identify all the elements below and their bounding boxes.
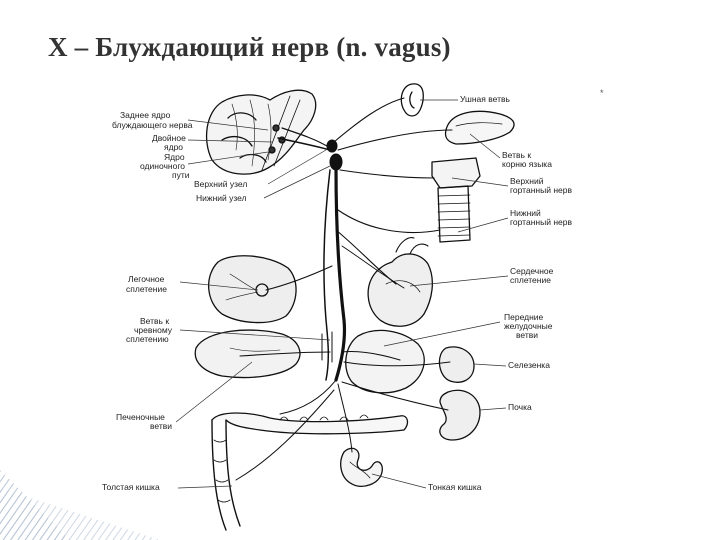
label-celiac-branch-1: Ветвь к bbox=[140, 316, 169, 326]
corner-asterisk: * bbox=[600, 88, 604, 98]
leader-lines bbox=[175, 99, 509, 489]
liver-drawing bbox=[194, 329, 301, 379]
spleen-drawing bbox=[438, 346, 475, 383]
colon-drawing bbox=[211, 412, 409, 531]
label-recurrent-laryngeal-1: Нижний bbox=[510, 208, 541, 218]
label-gastric-branches-2: желудочные bbox=[504, 321, 553, 331]
vagus-nerve-trunk bbox=[235, 97, 453, 481]
label-tongue-branch-1: Ветвь к bbox=[502, 150, 531, 160]
stomach-drawing bbox=[321, 329, 425, 394]
label-spleen: Селезенка bbox=[508, 360, 550, 370]
label-ambiguous-nucleus-1: Двойное bbox=[152, 133, 186, 143]
slide-title: X – Блуждающий нерв (n. vagus) bbox=[48, 32, 451, 62]
label-kidney: Почка bbox=[508, 402, 532, 412]
labels-right: Ушная ветвь Ветвь к корню языка Верхний … bbox=[428, 94, 572, 492]
tongue-drawing bbox=[444, 110, 515, 145]
label-gastric-branches-1: Передние bbox=[504, 312, 544, 322]
label-solitary-nucleus-1: Ядро bbox=[164, 152, 185, 162]
label-hepatic-branches-1: Печеночные bbox=[116, 412, 165, 422]
label-cardiac-plexus-1: Сердечное bbox=[510, 266, 554, 276]
label-small-intestine: Тонкая кишка bbox=[428, 482, 482, 492]
label-auricular-branch: Ушная ветвь bbox=[460, 94, 510, 104]
kidney-drawing bbox=[439, 389, 481, 441]
label-celiac-branch-3: сплетению bbox=[126, 334, 169, 344]
decorative-stripes bbox=[0, 470, 160, 540]
label-solitary-nucleus-3: пути bbox=[172, 170, 190, 180]
label-superior-ganglion: Верхний узел bbox=[194, 179, 247, 189]
label-superior-laryngeal-1: Верхний bbox=[510, 176, 544, 186]
label-solitary-nucleus-2: одиночного bbox=[140, 161, 185, 171]
label-cardiac-plexus-2: сплетение bbox=[510, 275, 551, 285]
label-hepatic-branches-2: ветви bbox=[150, 421, 172, 431]
labels-left: Заднее ядро блуждающего нерва Двойное яд… bbox=[102, 110, 247, 492]
small-intestine-drawing bbox=[340, 447, 383, 487]
heart-drawing bbox=[367, 237, 434, 327]
medulla-drawing bbox=[205, 89, 317, 175]
label-pulmonary-plexus-2: сплетение bbox=[126, 284, 167, 294]
label-gastric-branches-3: ветви bbox=[516, 330, 538, 340]
label-pulmonary-plexus-1: Легочное bbox=[128, 274, 165, 284]
label-colon: Толстая кишка bbox=[102, 482, 160, 492]
label-posterior-nucleus-1: Заднее ядро bbox=[120, 110, 171, 120]
label-tongue-branch-2: корню языка bbox=[502, 159, 552, 169]
label-ambiguous-nucleus-2: ядро bbox=[164, 142, 183, 152]
label-inferior-ganglion: Нижний узел bbox=[196, 193, 247, 203]
label-celiac-branch-2: чревному bbox=[134, 325, 173, 335]
label-recurrent-laryngeal-2: гортанный нерв bbox=[510, 217, 572, 227]
ear-drawing bbox=[400, 83, 424, 117]
label-posterior-nucleus-2: блуждающего нерва bbox=[112, 120, 193, 130]
larynx-drawing bbox=[431, 157, 481, 243]
label-superior-laryngeal-2: гортанный нерв bbox=[510, 185, 572, 195]
